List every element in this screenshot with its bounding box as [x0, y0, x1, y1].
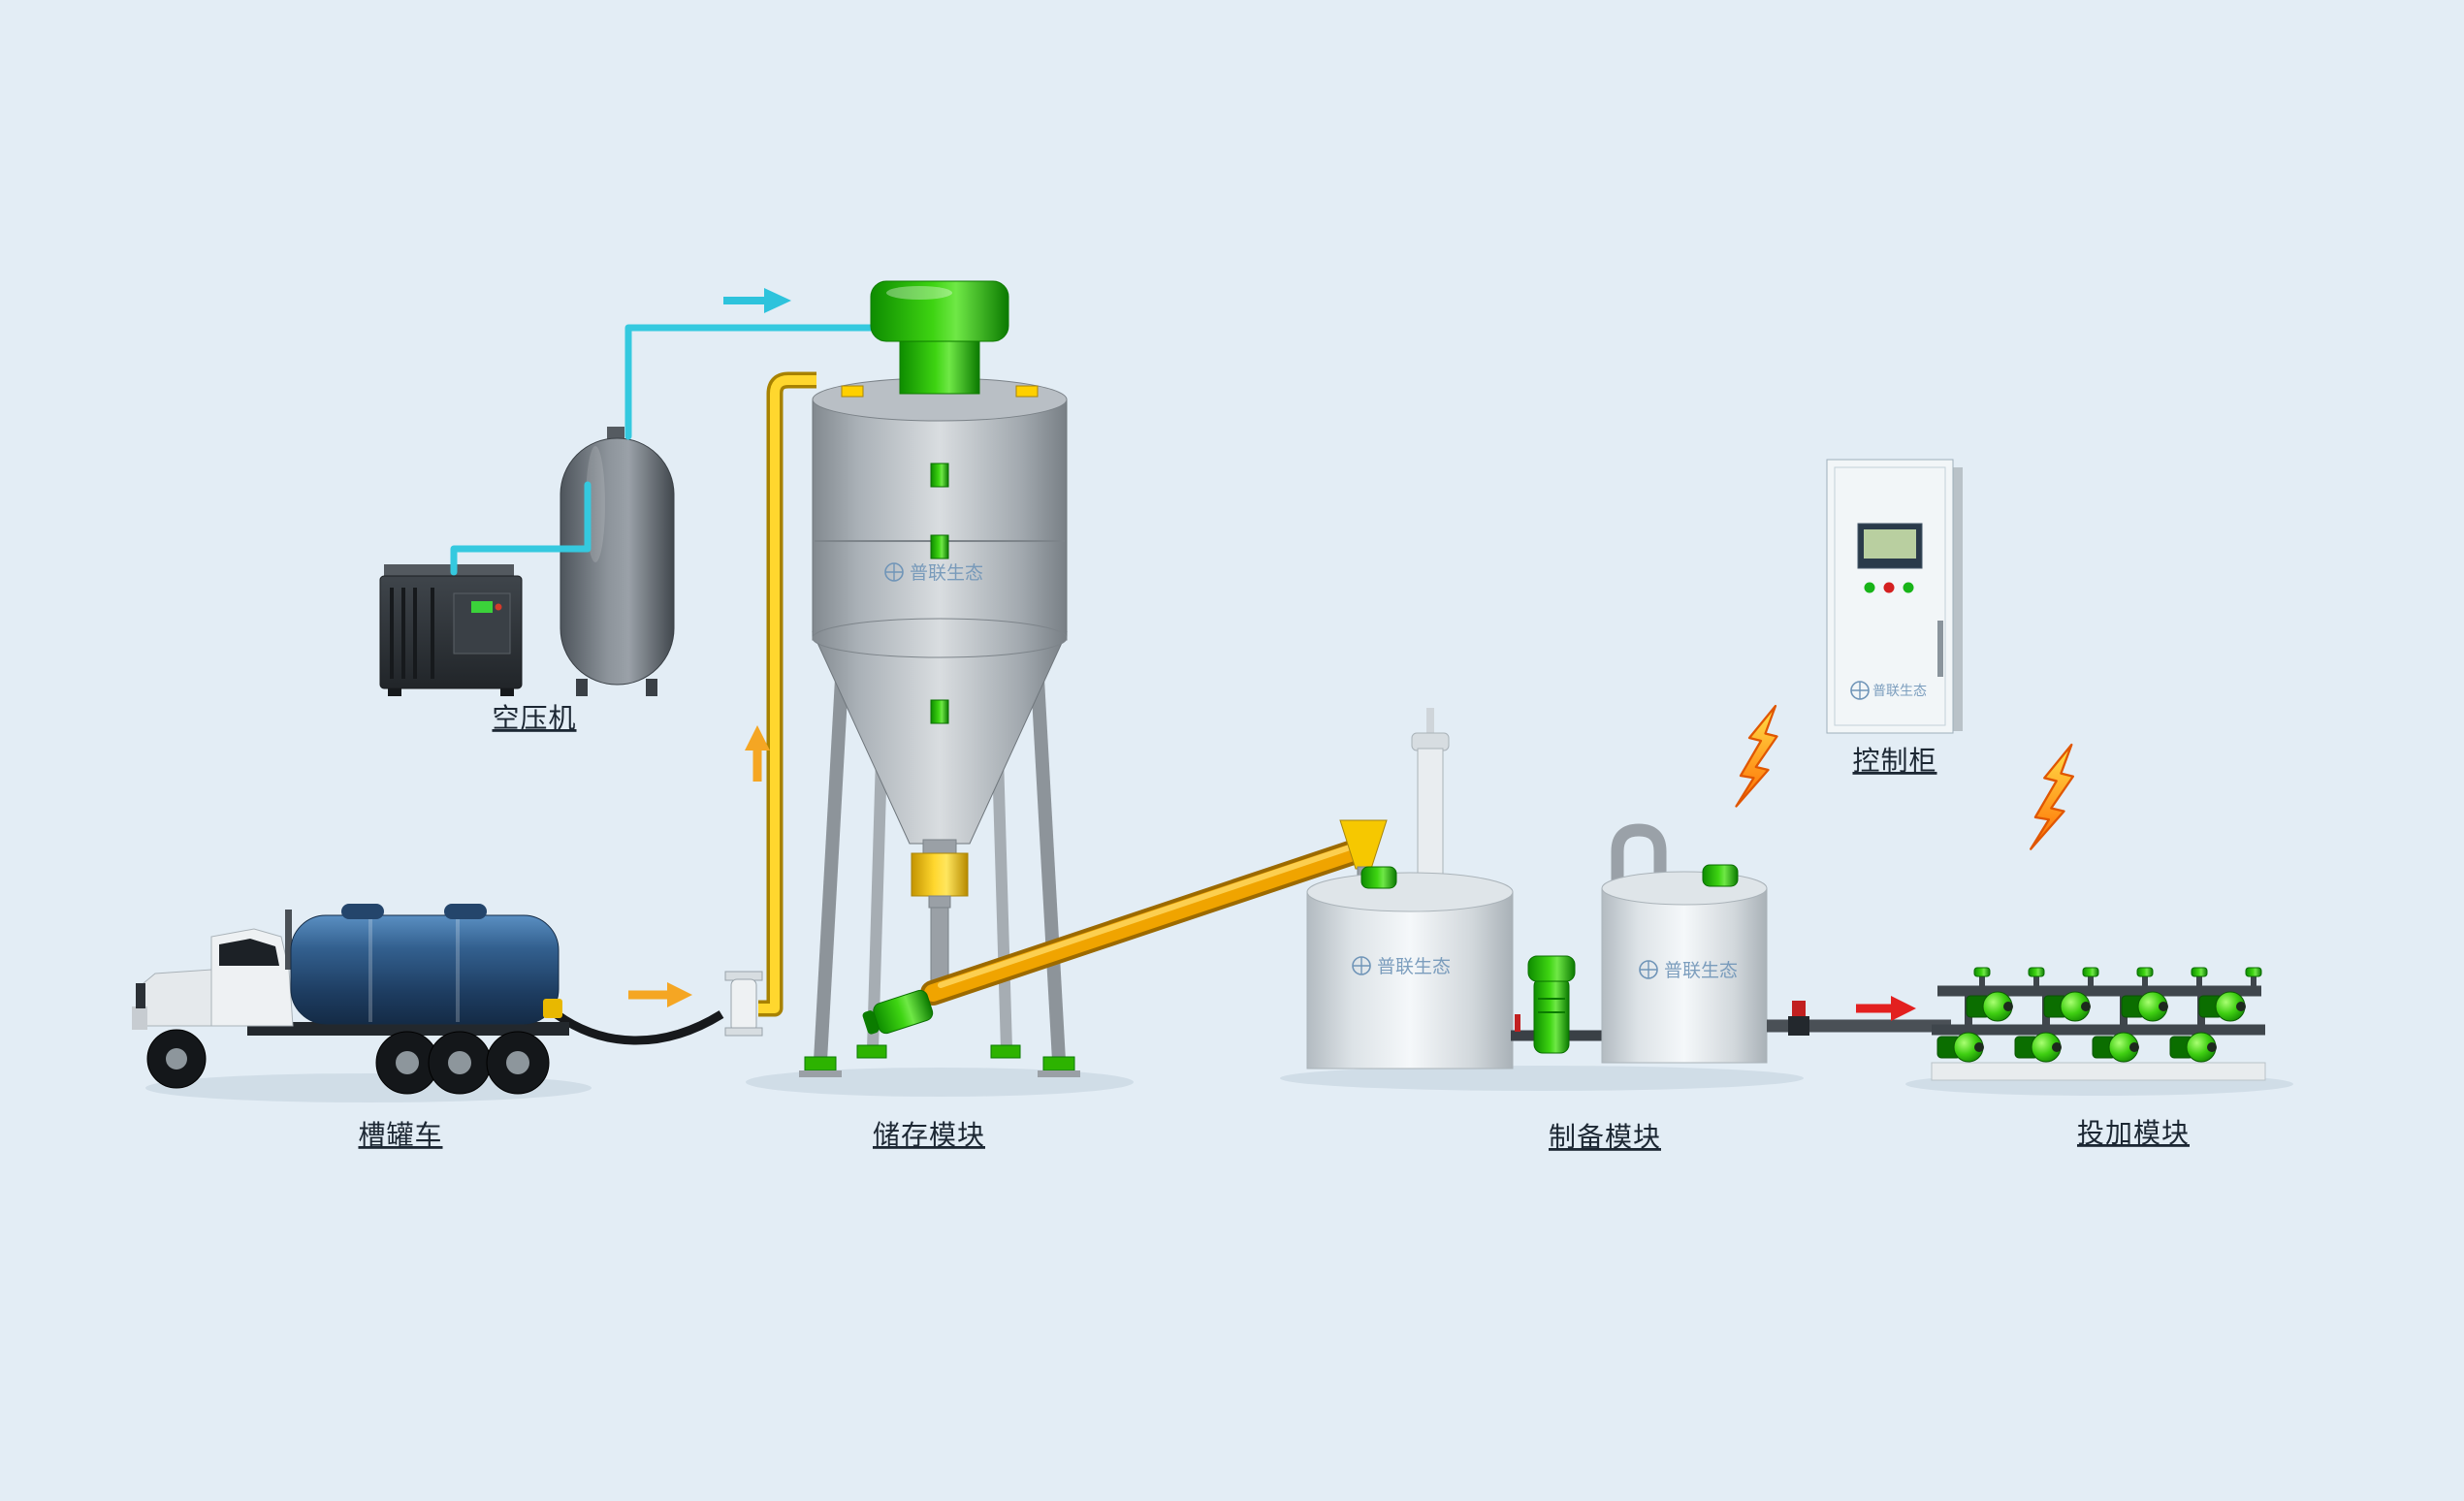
label-control-cabinet: 控制柜	[1852, 746, 1936, 777]
watermark-text: 普联生态	[1377, 956, 1451, 977]
screw-conveyor	[862, 819, 1388, 1035]
dosing-pump	[2169, 1032, 2218, 1063]
watermark-text: 普联生态	[1664, 960, 1738, 981]
truck-wheels	[146, 1029, 550, 1095]
dosing-pump	[1936, 1032, 1985, 1063]
flow-arrow-up	[745, 725, 770, 782]
tank1-valve	[1360, 866, 1397, 889]
flow-arrow-dosing	[1856, 996, 1916, 1021]
dosing-feed-pipe	[1767, 1001, 1951, 1036]
cabinet-handle	[1937, 621, 1943, 677]
dosing-pump	[2043, 991, 2092, 1022]
dosing-pump	[2198, 991, 2247, 1022]
storage-silo: 普联生态	[799, 280, 1080, 1077]
watermark-text: 普联生态	[910, 562, 983, 584]
dosing-module	[1931, 967, 2266, 1081]
flow-arrow-truck	[628, 982, 692, 1007]
silo-dust-filter	[870, 280, 1009, 395]
label-air-compressor: 空压机	[492, 703, 576, 734]
level-sensor	[930, 463, 949, 488]
dosing-pump	[2121, 991, 2169, 1022]
brand-watermark: 普联生态	[884, 562, 983, 584]
silo-rotary-valve	[911, 839, 969, 982]
pneumatic-pipe	[758, 371, 816, 1017]
brand-watermark: 普联生态	[1352, 956, 1451, 977]
preparation-tank-1: 普联生态	[1306, 708, 1514, 1070]
preparation-tank-2: 普联生态	[1601, 823, 1768, 1064]
air-compressor	[379, 564, 523, 696]
brand-watermark: 普联生态	[1639, 960, 1738, 981]
cabinet-button-red	[1883, 582, 1895, 593]
level-sensor	[930, 534, 949, 559]
outlet-valve	[1788, 1016, 1809, 1036]
cabinet-button-green	[1864, 582, 1875, 593]
flow-arrow-air	[723, 288, 791, 313]
compressor-display	[471, 601, 493, 613]
dosing-pump	[1966, 991, 2014, 1022]
air-receiver-tank	[560, 427, 675, 696]
cabinet-button-green	[1903, 582, 1914, 593]
brand-watermark: 普联生态	[1850, 681, 1927, 700]
compressed-air-pipe	[450, 324, 875, 576]
tank2-vent-pipe	[1611, 823, 1667, 892]
label-dosing-module: 投加模块	[2077, 1118, 2190, 1149]
transfer-pump	[1511, 955, 1606, 1054]
label-storage-module: 储存模块	[873, 1120, 985, 1151]
dosing-pump	[2014, 1032, 2063, 1063]
control-cabinet: 普联生态	[1826, 459, 1963, 734]
truck-tank	[290, 914, 560, 1025]
watermark-text: 普联生态	[1872, 683, 1927, 698]
tank2-valve	[1702, 864, 1739, 887]
dosing-pump	[2092, 1032, 2140, 1063]
inlet-coupling	[724, 971, 763, 1037]
label-preparation-module: 制备模块	[1549, 1122, 1661, 1153]
level-sensor	[930, 699, 949, 724]
tanker-truck	[132, 904, 724, 1095]
label-tanker-truck: 槽罐车	[358, 1120, 442, 1151]
conveyor-motor	[862, 989, 934, 1035]
